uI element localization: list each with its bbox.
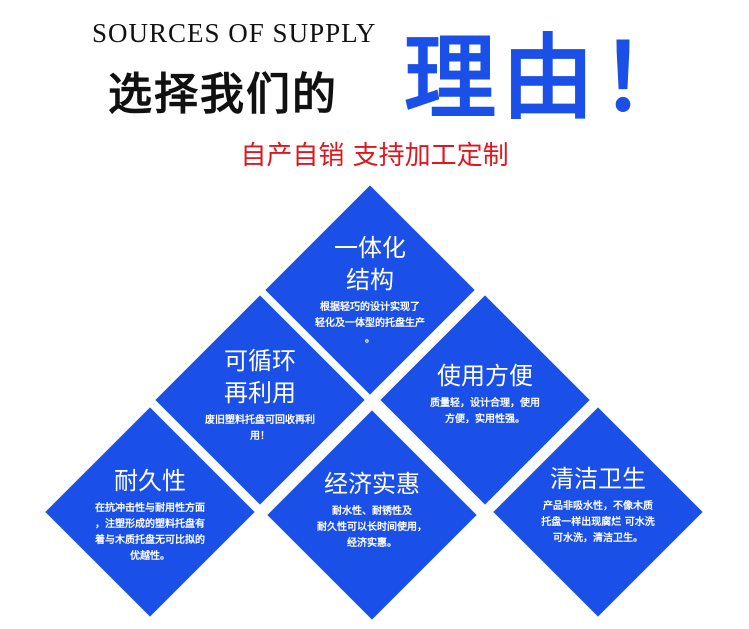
- card-durability: 耐久性在抗冲击性与耐用性方面 ，注塑形成的塑料托盘有 着与木质托盘无可比拟的 优…: [50, 465, 250, 565]
- card-integrated-structure: 一体化 结构根据轻巧的设计实现了 轻化及一体型的托盘生产 。: [270, 232, 470, 348]
- card-title: 一体化 结构: [334, 234, 406, 294]
- card-recyclable: 可循环 再利用废旧塑料托盘可回收再利 用！: [160, 345, 360, 445]
- headline: 选择我们的: [108, 69, 338, 120]
- card-description: 质量轻，设计合理，使用 方便，实用性强。: [430, 398, 540, 425]
- card-title: 使用方便: [437, 362, 533, 390]
- card-title: 可循环 再利用: [224, 347, 296, 407]
- card-hygienic: 清洁卫生产品非吸水性，不像木质 托盘一样出现腐烂 可水洗 可水洗，清洁卫生。: [498, 463, 698, 547]
- card-title: 清洁卫生: [550, 465, 646, 493]
- card-title: 耐久性: [114, 467, 186, 495]
- slogan: 自产自销 支持加工定制: [240, 141, 509, 171]
- subtitle: SOURCES OF SUPPLY: [92, 18, 377, 48]
- card-title: 经济实惠: [324, 470, 420, 498]
- card-description: 产品非吸水性，不像木质 托盘一样出现腐烂 可水洗 可水洗，清洁卫生。: [541, 501, 655, 544]
- card-description: 根据轻巧的设计实现了 轻化及一体型的托盘生产 。: [315, 302, 425, 345]
- card-description: 耐水性、耐锈性及 耐久性可以长时间使用， 经济实惠。: [317, 506, 427, 549]
- card-easy-to-use: 使用方便质量轻，设计合理，使用 方便，实用性强。: [385, 360, 585, 428]
- headline-highlight: 理由！: [404, 25, 699, 132]
- card-description: 废旧塑料托盘可回收再利 用！: [205, 415, 315, 442]
- card-description: 在抗冲击性与耐用性方面 ，注塑形成的塑料托盘有 着与木质托盘无可比拟的 优越性。: [95, 503, 205, 562]
- card-economical: 经济实惠耐水性、耐锈性及 耐久性可以长时间使用， 经济实惠。: [272, 468, 472, 552]
